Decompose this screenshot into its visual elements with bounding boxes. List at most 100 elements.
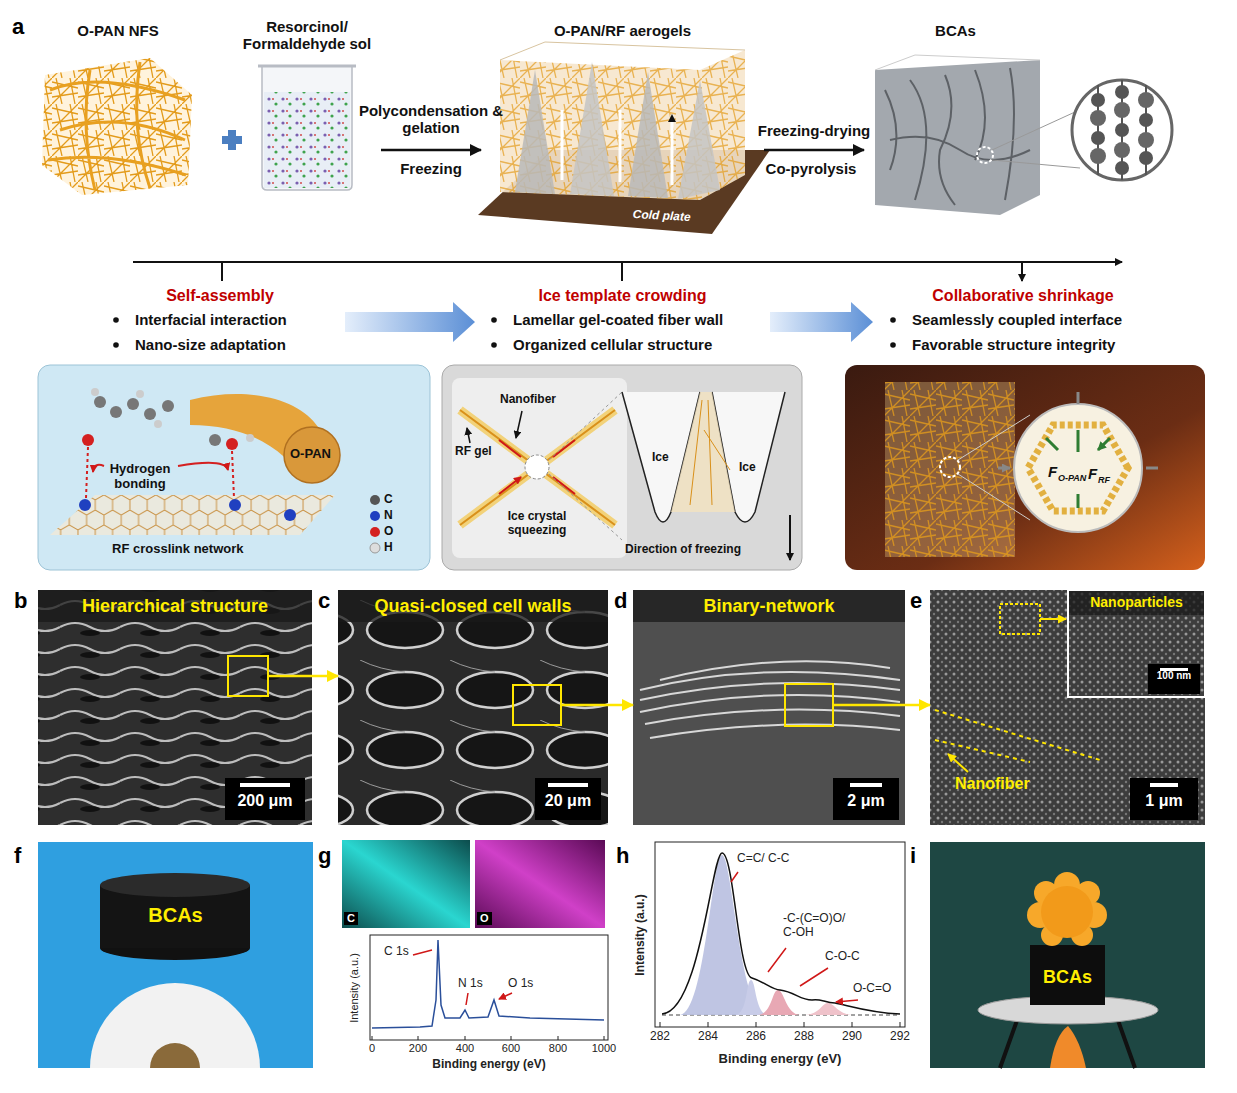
panel-letter: e [910,588,922,613]
micrograph-c [338,590,608,825]
self-assembly-illustration [82,434,94,446]
carbon-aerogel-block [1091,131,1105,145]
material-item: O-PAN/RF aerogelsCold plate [485,22,760,234]
panel-letter: b [14,588,27,613]
map-label: O [477,912,492,925]
axis-title: Binding energy (eV) [414,1058,564,1072]
mechanism-panel: Hydrogen bondingO-PANRF crosslink networ… [38,365,430,570]
carbon-aerogel-block [1090,110,1106,126]
process-timeline [133,261,1122,263]
element-map: C [342,840,470,928]
chart-plot: C=C/ C-C-C-(C=O)O/ C-OHC-O-CO-C=O [655,842,905,1027]
process-arrow [381,149,481,152]
photo-dandelion [38,842,313,1068]
carbon-aerogel-block [885,68,1030,205]
aerogel-illustration [678,80,720,199]
self-assembly-illustration [38,365,430,570]
edge-label: Polycondensation & gelation [359,102,504,137]
scale-bar-label: 20 μm [535,792,601,810]
ice-template-illustration [467,428,470,443]
self-assembly-illustration [370,543,380,553]
bullet-dots [491,342,497,348]
micrograph-b [38,590,312,825]
axis-tick: 284 [693,1030,723,1044]
photo-flame-test [930,842,1205,1068]
beaker [258,65,356,68]
item-title: Co-pyrolysis [751,160,871,177]
shrinkage-illustration [845,365,1205,570]
micrograph-b [38,590,312,622]
micrograph-c [561,704,608,707]
self-assembly-illustration [94,396,106,408]
illustration-label: O-PAN [290,447,331,462]
aerogel-illustration [500,42,745,60]
micrograph-panel: Quasi-closed cell walls20 μm [338,590,608,825]
ice-template-illustration [789,515,791,560]
illustration-label: O [384,525,393,539]
xps-c1s-chart [660,1022,900,1027]
photo-dandelion [150,1043,200,1068]
stage-group: Collaborative shrinkageSeamlessly couple… [878,287,1168,359]
micrograph-b [240,783,290,787]
self-assembly-illustration [209,434,221,446]
panel-letter: c [318,588,330,613]
self-assembly-illustration [50,495,335,535]
sample-label: BCAs [38,904,313,927]
micrograph-panel: Nanofiber1 μmNanoparticles100 nm [930,590,1205,825]
micrograph-c [535,778,601,820]
axis-tick: 600 [496,1042,526,1055]
sample-label: BCAs [930,967,1205,988]
bullet-text: Interfacial interaction [135,311,287,328]
material-item: Resorcinol/ Formaldehyde sol [237,18,377,193]
ice-template-illustration [690,400,730,505]
self-assembly-illustration [86,447,234,498]
element-maps [342,840,605,928]
self-assembly-illustration [127,398,139,410]
axis-tick: 288 [789,1030,819,1044]
scale-bar-label: 200 μm [225,792,305,810]
plus-sign [228,130,236,150]
panel-annotation: Nanofiber [955,775,1030,793]
beaker [264,92,350,188]
micrograph-d [833,704,905,707]
shrinkage-illustration [940,457,960,477]
micrograph-b [228,656,268,696]
panel-letter: f [14,843,21,868]
beaker [264,92,350,188]
xps-c1s-chart [731,872,858,1002]
micrograph-e [1000,604,1040,634]
axis-tick: 282 [645,1030,675,1044]
chart-plot: C 1sN 1sO 1s [370,935,608,1040]
bullet-text: Lamellar gel-coated fiber wall [513,311,723,328]
carbon-aerogel-block [1138,92,1154,108]
self-assembly-illustration [226,438,238,450]
xps-c1s-chart [735,980,768,1015]
element-maps [475,840,605,928]
item-title: O-PAN NFS [38,22,198,39]
self-assembly-illustration [370,511,380,521]
carbon-aerogel-block [1114,142,1130,158]
carbon-aerogel-block [1139,151,1153,165]
peak-label: C 1s [384,945,409,959]
peak-label: -C-(C=O)O/ C-OH [783,912,855,940]
micrograph-d [640,661,900,738]
micrograph-d [785,684,833,726]
bullet-dots [113,342,119,348]
micrograph-d [633,590,905,825]
micrograph-e [1148,664,1200,694]
carbon-aerogel-block [1138,132,1154,148]
axis-tick: 290 [837,1030,867,1044]
micrograph-b [225,778,305,820]
aerogel-illustration [628,72,668,198]
ice-template-illustration [671,392,735,512]
scale-bar-label: 100 nm [1148,670,1200,682]
axis-tick: 0 [357,1042,387,1055]
micrograph-d [633,590,905,825]
photo-flame-test [930,842,1205,1068]
mechanism-panel: FO-PANFRF [845,365,1205,570]
illustration-label: Direction of freezing [625,543,741,557]
zoom-arrow [905,704,930,707]
shrinkage-illustration [885,382,1015,557]
micrograph-c [338,590,608,622]
